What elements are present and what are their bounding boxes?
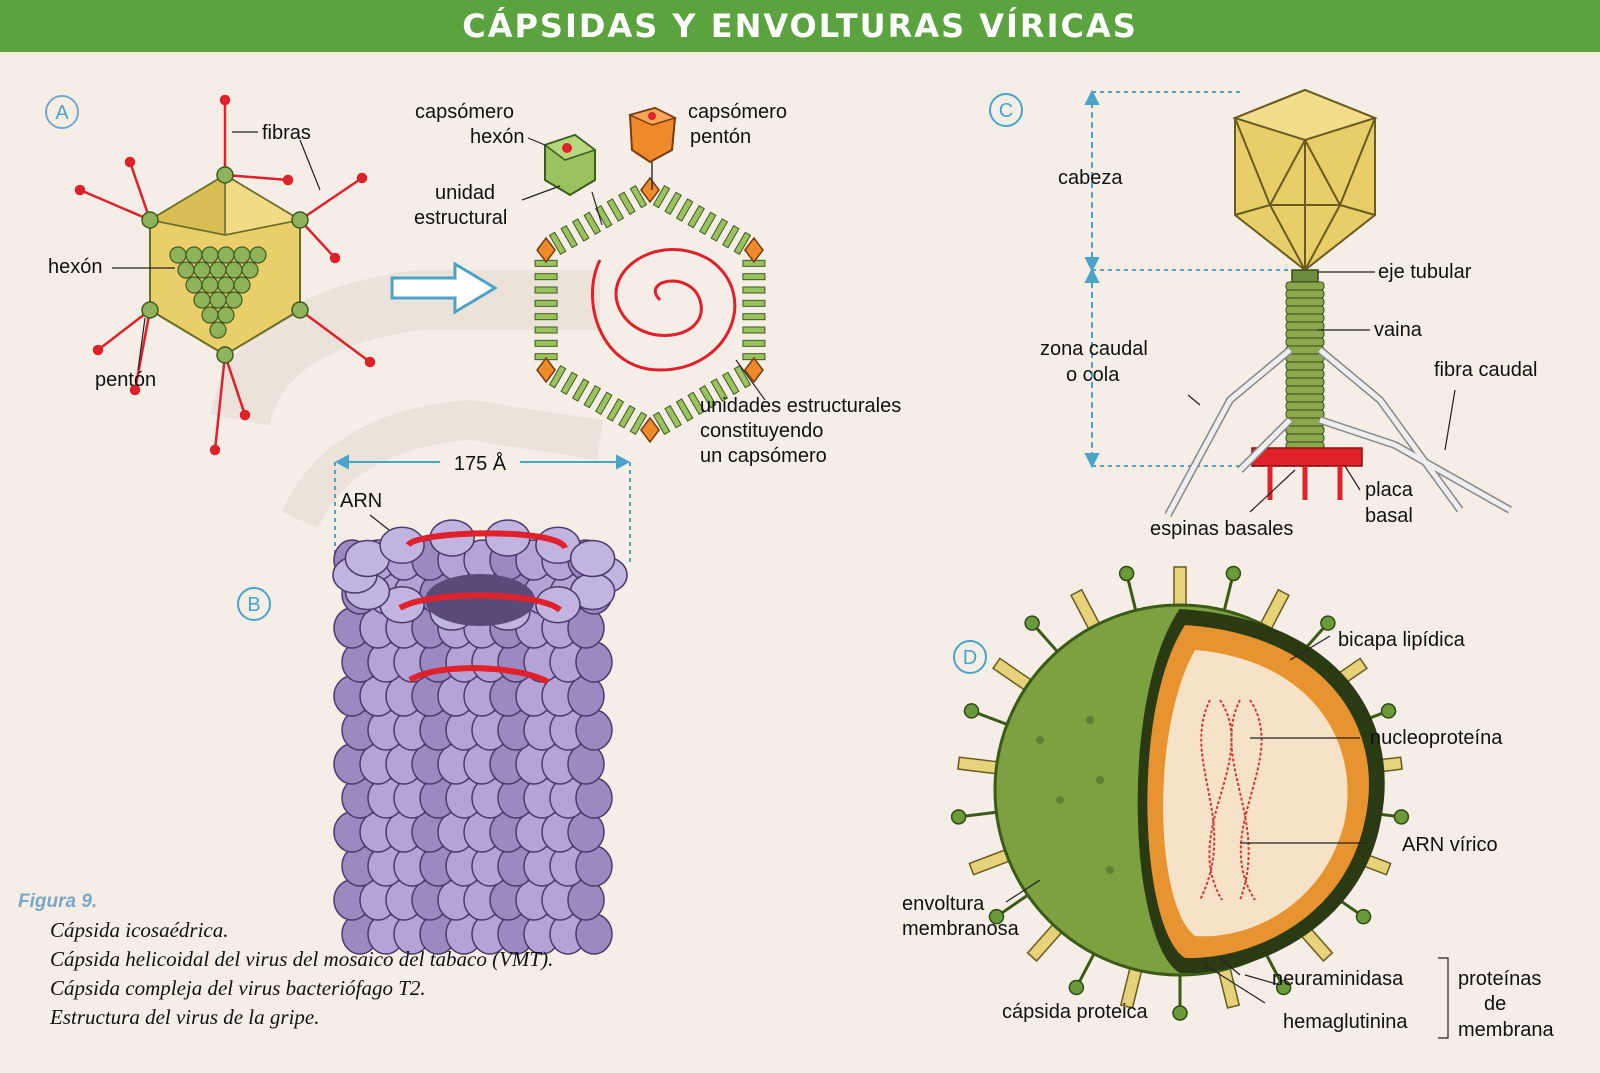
figure-diagram: A [0,52,1600,1073]
panel-a-icosahedral-capsid: A [45,94,498,456]
panel-a-marker [45,95,79,129]
label-hemaglutinina: hemaglutinina [1283,1011,1408,1033]
label-placa-1: placa [1365,479,1414,501]
label-cabeza: cabeza [1058,167,1123,189]
influenza-rna [1199,699,1263,901]
label-capsomero-hexon-1: capsómero [415,101,514,123]
caption-item-c: Cápsida compleja del virus bacteriófago … [50,976,426,1000]
label-unidades-1: unidades estructurales [700,395,901,417]
label-capsomero-hexon-2: hexón [470,126,525,148]
label-unidades-2: constituyendo [700,420,823,442]
label-arn-virico: ARN vírico [1402,834,1498,856]
label-proteinas-1: proteínas [1458,968,1541,990]
figure-caption: Figura 9. Cápsida icosaédrica. Cápsida h… [18,891,553,1029]
label-unidades-3: un capsómero [700,445,827,467]
label-bicapa-lipidica: bicapa lipídica [1338,629,1466,651]
label-vaina: vaina [1374,319,1423,341]
capsid-rna-spiral [591,248,737,372]
tmv-capsomer-stack [332,519,628,955]
hexon-capsomer-model [543,133,597,197]
label-penton-a: pentón [95,369,156,391]
label-placa-2: basal [1365,505,1413,527]
label-zona-caudal-2: o cola [1066,364,1120,386]
label-175-angstrom: 175 Å [454,452,507,475]
page-title: CÁPSIDAS Y ENVOLTURAS VÍRICAS [462,7,1138,45]
transition-arrow [390,261,498,315]
label-capsomero-penton-2: pentón [690,126,751,148]
panel-b-helical-capsid: B 175 Å ARN [237,448,631,955]
label-fibra-caudal: fibra caudal [1434,359,1537,381]
caption-item-a: Cápsida icosaédrica. [50,918,229,942]
label-espinas-basales: espinas basales [1150,518,1293,540]
label-envoltura-2: membranosa [902,918,1020,940]
caption-item-b: Cápsida helicoidal del virus del mosaico… [50,947,553,971]
panel-a-capsid-section: capsómero hexón capsómero pentón unidad … [414,101,901,467]
label-fibras: fibras [262,122,311,144]
label-unidad-1: unidad [435,182,495,204]
panel-d-marker-text: D [963,647,977,669]
label-eje-tubular: eje tubular [1378,261,1472,283]
panel-c-complex-capsid: C [989,88,1537,540]
penton-capsomer-model [627,106,678,190]
label-capsida-proteica: cápsida proteica [1002,1001,1149,1023]
phage-sheath [1285,281,1325,451]
panel-c-marker-text: C [999,100,1013,122]
label-capsomero-penton-1: capsómero [688,101,787,123]
label-zona-caudal-1: zona caudal [1040,338,1148,360]
caption-figure-number: Figura 9. [18,891,97,912]
label-envoltura-1: envoltura [902,893,985,915]
label-proteinas-3: membrana [1458,1019,1554,1041]
panel-c-marker [989,93,1023,127]
panel-b-marker-text: B [247,594,260,616]
tmv-rna-helix [398,530,568,685]
capsomer-units [534,176,766,444]
label-neuraminidasa: neuraminidasa [1272,968,1404,990]
page-title-bar: CÁPSIDAS Y ENVOLTURAS VÍRICAS [0,0,1600,52]
label-nucleoproteina: nucleoproteína [1370,727,1503,749]
caption-item-d: Estructura del virus de la gripe. [49,1005,319,1029]
panel-a-marker-text: A [55,102,69,124]
panel-d-marker [953,640,987,674]
panel-b-marker [237,587,271,621]
label-proteinas-2: de [1484,993,1506,1015]
phage-head [1232,88,1378,272]
phage-base-plate [1251,447,1363,467]
panel-d-influenza: D bicapa lipídica nucleoproteí [902,565,1554,1041]
label-unidad-2: estructural [414,207,507,229]
label-arn-b: ARN [340,490,382,512]
label-hexon-a: hexón [48,256,103,278]
